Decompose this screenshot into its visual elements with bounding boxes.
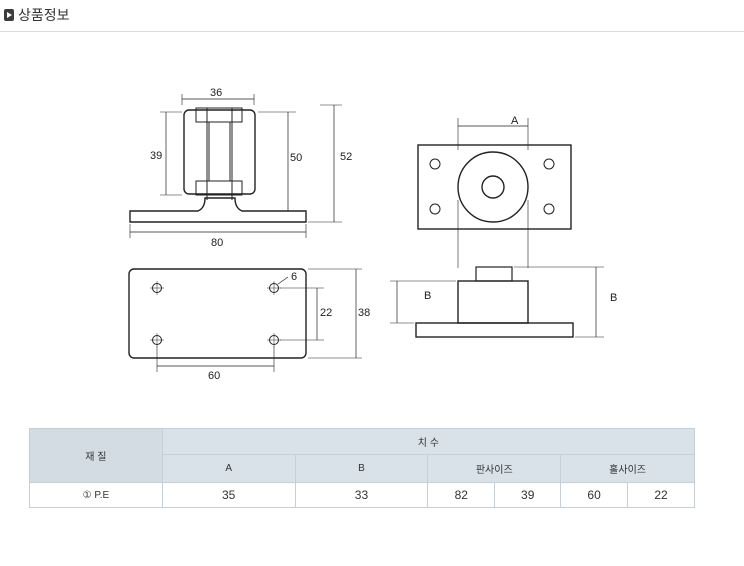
section-header: 상품정보	[0, 0, 744, 32]
right-top-view	[417, 118, 572, 268]
dim-50: 50	[290, 152, 302, 164]
cell-material: ① P.E	[29, 482, 163, 508]
col-header-plate-size: 판사이즈	[427, 454, 562, 483]
section-title: 상품정보	[18, 8, 70, 24]
cell-b: 33	[294, 482, 429, 508]
cell-plate-w: 82	[427, 482, 496, 508]
table-row: ① P.E 35 33 82 39 60 22	[29, 482, 695, 508]
cell-plate-h: 39	[494, 482, 562, 508]
dim-b-right: B	[610, 292, 617, 304]
col-header-b: B	[294, 454, 429, 483]
col-header-hole-size: 홀사이즈	[560, 454, 695, 483]
dim-22: 22	[320, 307, 332, 319]
dim-38: 38	[358, 307, 370, 319]
dim-39: 39	[150, 150, 162, 162]
dim-36: 36	[210, 87, 222, 99]
col-header-a: A	[161, 454, 296, 483]
dim-a: A	[511, 115, 519, 127]
dim-52: 52	[340, 151, 352, 163]
dim-6: 6	[291, 271, 297, 283]
dimension-header: 치 수	[161, 428, 696, 455]
dim-80: 80	[211, 237, 223, 249]
dim-b-left: B	[424, 290, 431, 302]
play-icon	[4, 9, 14, 21]
cell-a: 35	[161, 482, 296, 508]
material-header: 재 질	[29, 428, 163, 483]
front-view	[129, 94, 342, 238]
cell-hole-h: 22	[627, 482, 695, 508]
side-view	[390, 266, 604, 338]
top-view	[128, 268, 362, 372]
spec-table: 재 질 치 수 A B 판사이즈 홀사이즈 ① P.E 35 33 82 39 …	[29, 428, 696, 508]
cell-hole-w: 60	[560, 482, 629, 508]
dim-60: 60	[208, 370, 220, 382]
technical-drawing: 36 39 50 52 80 6 22 38 60 A B B	[128, 87, 617, 382]
